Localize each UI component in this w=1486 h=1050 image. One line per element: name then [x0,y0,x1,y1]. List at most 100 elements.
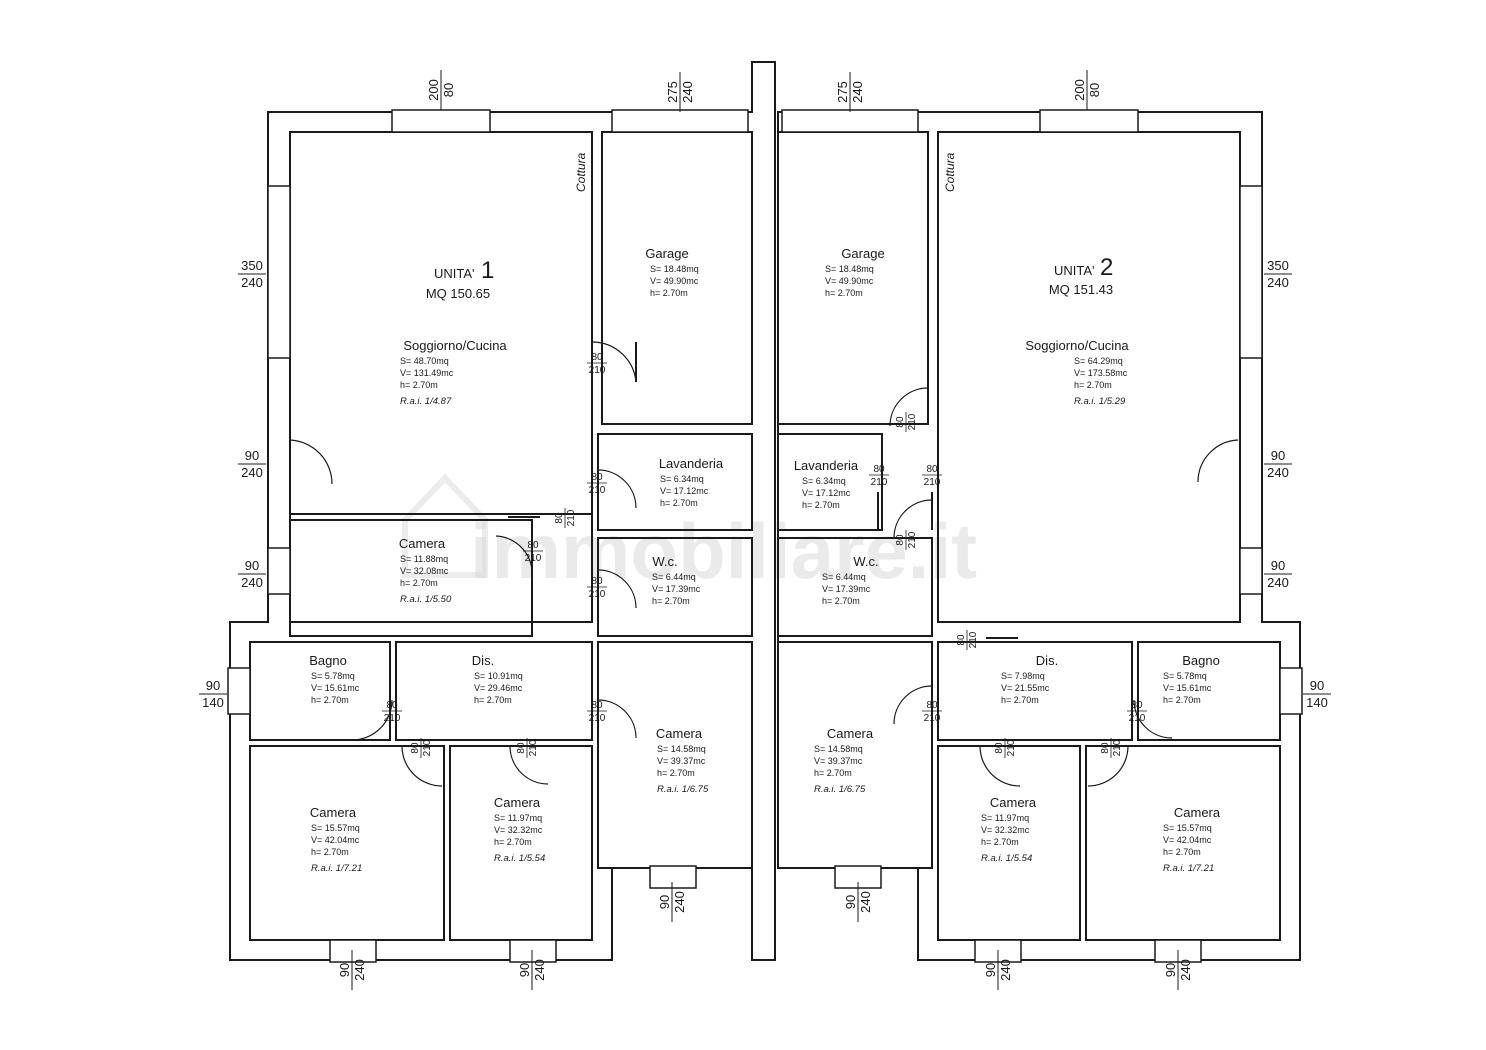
window-height: 140 [1306,695,1328,710]
door-height: 210 [589,589,606,600]
unit-number: 2 [1100,254,1113,281]
unit-number: 1 [481,257,494,284]
door-width: 80 [926,464,938,475]
window-width: 90 [245,558,259,573]
door-height: 210 [589,485,606,496]
door-height: 210 [871,477,888,488]
room-h-value: h= 2.70m [825,288,863,298]
room-h-value: h= 2.70m [474,695,512,705]
room-v-value: V= 17.12mc [660,486,709,496]
room-v-value: V= 17.39mc [652,584,701,594]
room-h-value: h= 2.70m [814,768,852,778]
door-width: 80 [591,472,603,483]
room-h-value: h= 2.70m [1001,695,1039,705]
window-width: 275 [665,81,680,103]
room-h-value: h= 2.70m [657,768,695,778]
door-height: 210 [968,631,979,648]
room-rai: R.a.i. 1/5.54 [981,853,1032,864]
window-height: 240 [1267,275,1289,290]
room-rai: R.a.i. 1/5.54 [494,853,545,864]
room-s-value: S= 10.91mq [474,671,523,681]
room-h-value: h= 2.70m [981,837,1019,847]
u2-lavanderia-walls [777,433,883,531]
room-s-value: S= 5.78mq [311,671,355,681]
window-height: 240 [858,891,873,913]
room-h-value: h= 2.70m [400,578,438,588]
door-arc [597,699,637,739]
room-h-value: h= 2.70m [1074,380,1112,390]
room-h-value: h= 2.70m [650,288,688,298]
window-width: 90 [1271,558,1285,573]
room-name: Camera [399,536,446,551]
window-u1-top [391,109,491,133]
door-width: 80 [410,742,421,754]
door-height: 210 [907,413,918,430]
door-width: 80 [895,534,906,546]
room-s-value: S= 7.98mq [1001,671,1045,681]
door-arc [979,745,1021,787]
window-height: 240 [672,891,687,913]
door-height: 210 [1112,739,1123,756]
door-width: 80 [527,540,539,551]
window-u2-right-lower [1239,547,1263,595]
door-arc [893,685,933,725]
unit2-inner-wall [937,131,1241,623]
room-s-value: S= 11.88mq [400,554,448,564]
room-name: Camera [827,726,874,741]
room-h-value: h= 2.70m [822,596,860,606]
room-s-value: S= 64.29mq [1074,356,1123,366]
room-s-value: S= 11.97mq [494,813,542,823]
room-s-value: S= 11.97mq [981,813,1029,823]
window-u1-bagno [227,667,251,715]
window-u2-bagno [1279,667,1303,715]
window-width: 90 [1271,448,1285,463]
room-rai: R.a.i. 1/6.75 [657,784,709,795]
door-arc [289,439,333,485]
window-u2-top [1039,109,1139,133]
window-height: 240 [241,575,263,590]
window-u1-garage [611,109,749,133]
door-width: 80 [1131,700,1143,711]
door-height: 210 [589,713,606,724]
room-v-value: V= 49.90mc [650,276,699,286]
door-arc [597,569,637,609]
room-s-value: S= 18.48mq [825,264,874,274]
window-width: 200 [1072,79,1087,101]
room-v-value: V= 15.61mc [311,683,360,693]
window-u1-left [267,185,291,359]
door-width: 80 [994,742,1005,754]
window-u1-camera-left [267,547,291,595]
door-width: 80 [591,576,603,587]
window-u1-bottom-3 [649,865,697,889]
room-name: Dis. [1036,653,1058,668]
door-height: 210 [422,739,433,756]
window-width: 275 [835,81,850,103]
door-height: 210 [589,365,606,376]
u2-wc-walls [777,537,933,637]
window-height: 240 [1267,465,1289,480]
window-width: 350 [1267,258,1289,273]
